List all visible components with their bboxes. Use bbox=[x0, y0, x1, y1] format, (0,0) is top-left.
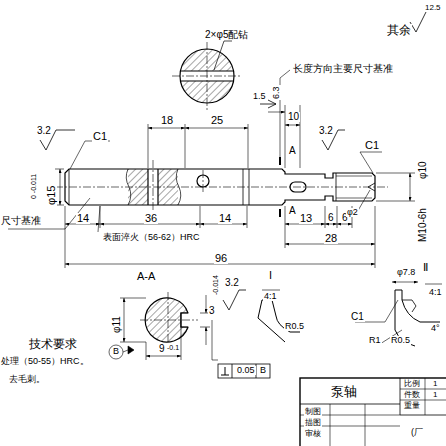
dimension-label: 比例 bbox=[403, 380, 421, 388]
dimension-label: 6 bbox=[327, 213, 335, 223]
dimension-label: 25 bbox=[210, 115, 224, 126]
dimension-label: I bbox=[268, 270, 273, 281]
dimension-label: 2×φ5配钻 bbox=[204, 30, 249, 40]
dimension-label: B bbox=[259, 366, 267, 375]
dimension-label: 去毛刺。 bbox=[8, 375, 46, 384]
dimension-label: 9 bbox=[158, 344, 166, 354]
dimension-label: 10 bbox=[287, 112, 300, 122]
dimension-label: 审核 bbox=[304, 430, 322, 438]
dimension-label: C1 bbox=[364, 140, 380, 151]
dimension-label: -0.1 bbox=[166, 344, 180, 351]
dimension-label: 3.2 bbox=[224, 278, 240, 288]
dimension-label: 1 bbox=[432, 391, 438, 399]
dimension-label: 表面淬火（56-62）HRC bbox=[102, 233, 201, 242]
dimension-label: (厂 bbox=[410, 428, 424, 437]
dimension-label: -0.014 bbox=[212, 274, 219, 296]
dimension-label: φ15 bbox=[46, 185, 57, 206]
dimension-label: 3.2 bbox=[36, 126, 52, 136]
dimension-label: φ10 bbox=[418, 160, 428, 180]
dimension-label: φ7.8 bbox=[396, 268, 416, 277]
dimension-label: 3 bbox=[208, 306, 216, 316]
dimension-label: 0 -0.011 bbox=[30, 173, 37, 200]
dimension-label: 3.2 bbox=[318, 126, 334, 136]
dimension-label: Ⅱ bbox=[422, 262, 429, 273]
dimension-label: B bbox=[112, 347, 120, 356]
dimension-label: 1.5 bbox=[252, 92, 267, 101]
dimension-label: 泵轴 bbox=[330, 385, 358, 398]
dimension-label: 13 bbox=[299, 213, 313, 224]
dimension-label: 重量 bbox=[403, 402, 421, 410]
dimension-label: 36 bbox=[144, 213, 158, 224]
dimension-label: M10-6h bbox=[418, 207, 428, 243]
dimension-label: R0.5 bbox=[284, 322, 305, 331]
dimension-label: 6.3 bbox=[272, 85, 281, 100]
dimension-label: 长度方向主要尺寸基准 bbox=[292, 64, 394, 74]
dimension-label: 件数 bbox=[403, 391, 421, 399]
dimension-label: C1 bbox=[92, 131, 108, 142]
dimension-label: 14 bbox=[76, 213, 90, 224]
dimension-label: 1 bbox=[432, 380, 438, 388]
dimension-label: 28 bbox=[324, 233, 338, 244]
dimension-label: 其余 bbox=[386, 24, 412, 36]
dimension-label: 处理（50-55）HRC。 bbox=[0, 357, 90, 366]
dimension-label: φ2 bbox=[346, 208, 359, 217]
dimension-label: 12.5 bbox=[424, 4, 442, 12]
dimension-label: A bbox=[288, 206, 297, 216]
dimension-label: 尺寸基准 bbox=[0, 216, 42, 226]
dimension-label: 0.05 bbox=[236, 366, 256, 375]
dimension-label: 18 bbox=[160, 115, 174, 126]
dimension-label: A bbox=[288, 146, 297, 156]
dimension-label: 14 bbox=[218, 213, 232, 224]
dimension-label: 制图 bbox=[304, 408, 322, 416]
dimension-label: 技术要求 bbox=[28, 338, 78, 350]
dimension-label: 4:1 bbox=[428, 288, 443, 297]
dimension-label: 4° bbox=[430, 324, 441, 333]
dimension-label: 描图 bbox=[304, 419, 322, 427]
dimension-label: C1 bbox=[350, 312, 365, 322]
dimension-label: 4:1 bbox=[263, 292, 278, 301]
dimension-label: φ11 bbox=[112, 315, 122, 334]
dimension-label: R1 bbox=[368, 336, 382, 345]
dimension-label: 96 bbox=[214, 253, 228, 264]
dimension-label: A-A bbox=[136, 271, 156, 282]
dimension-label: R0.5 bbox=[390, 336, 411, 345]
